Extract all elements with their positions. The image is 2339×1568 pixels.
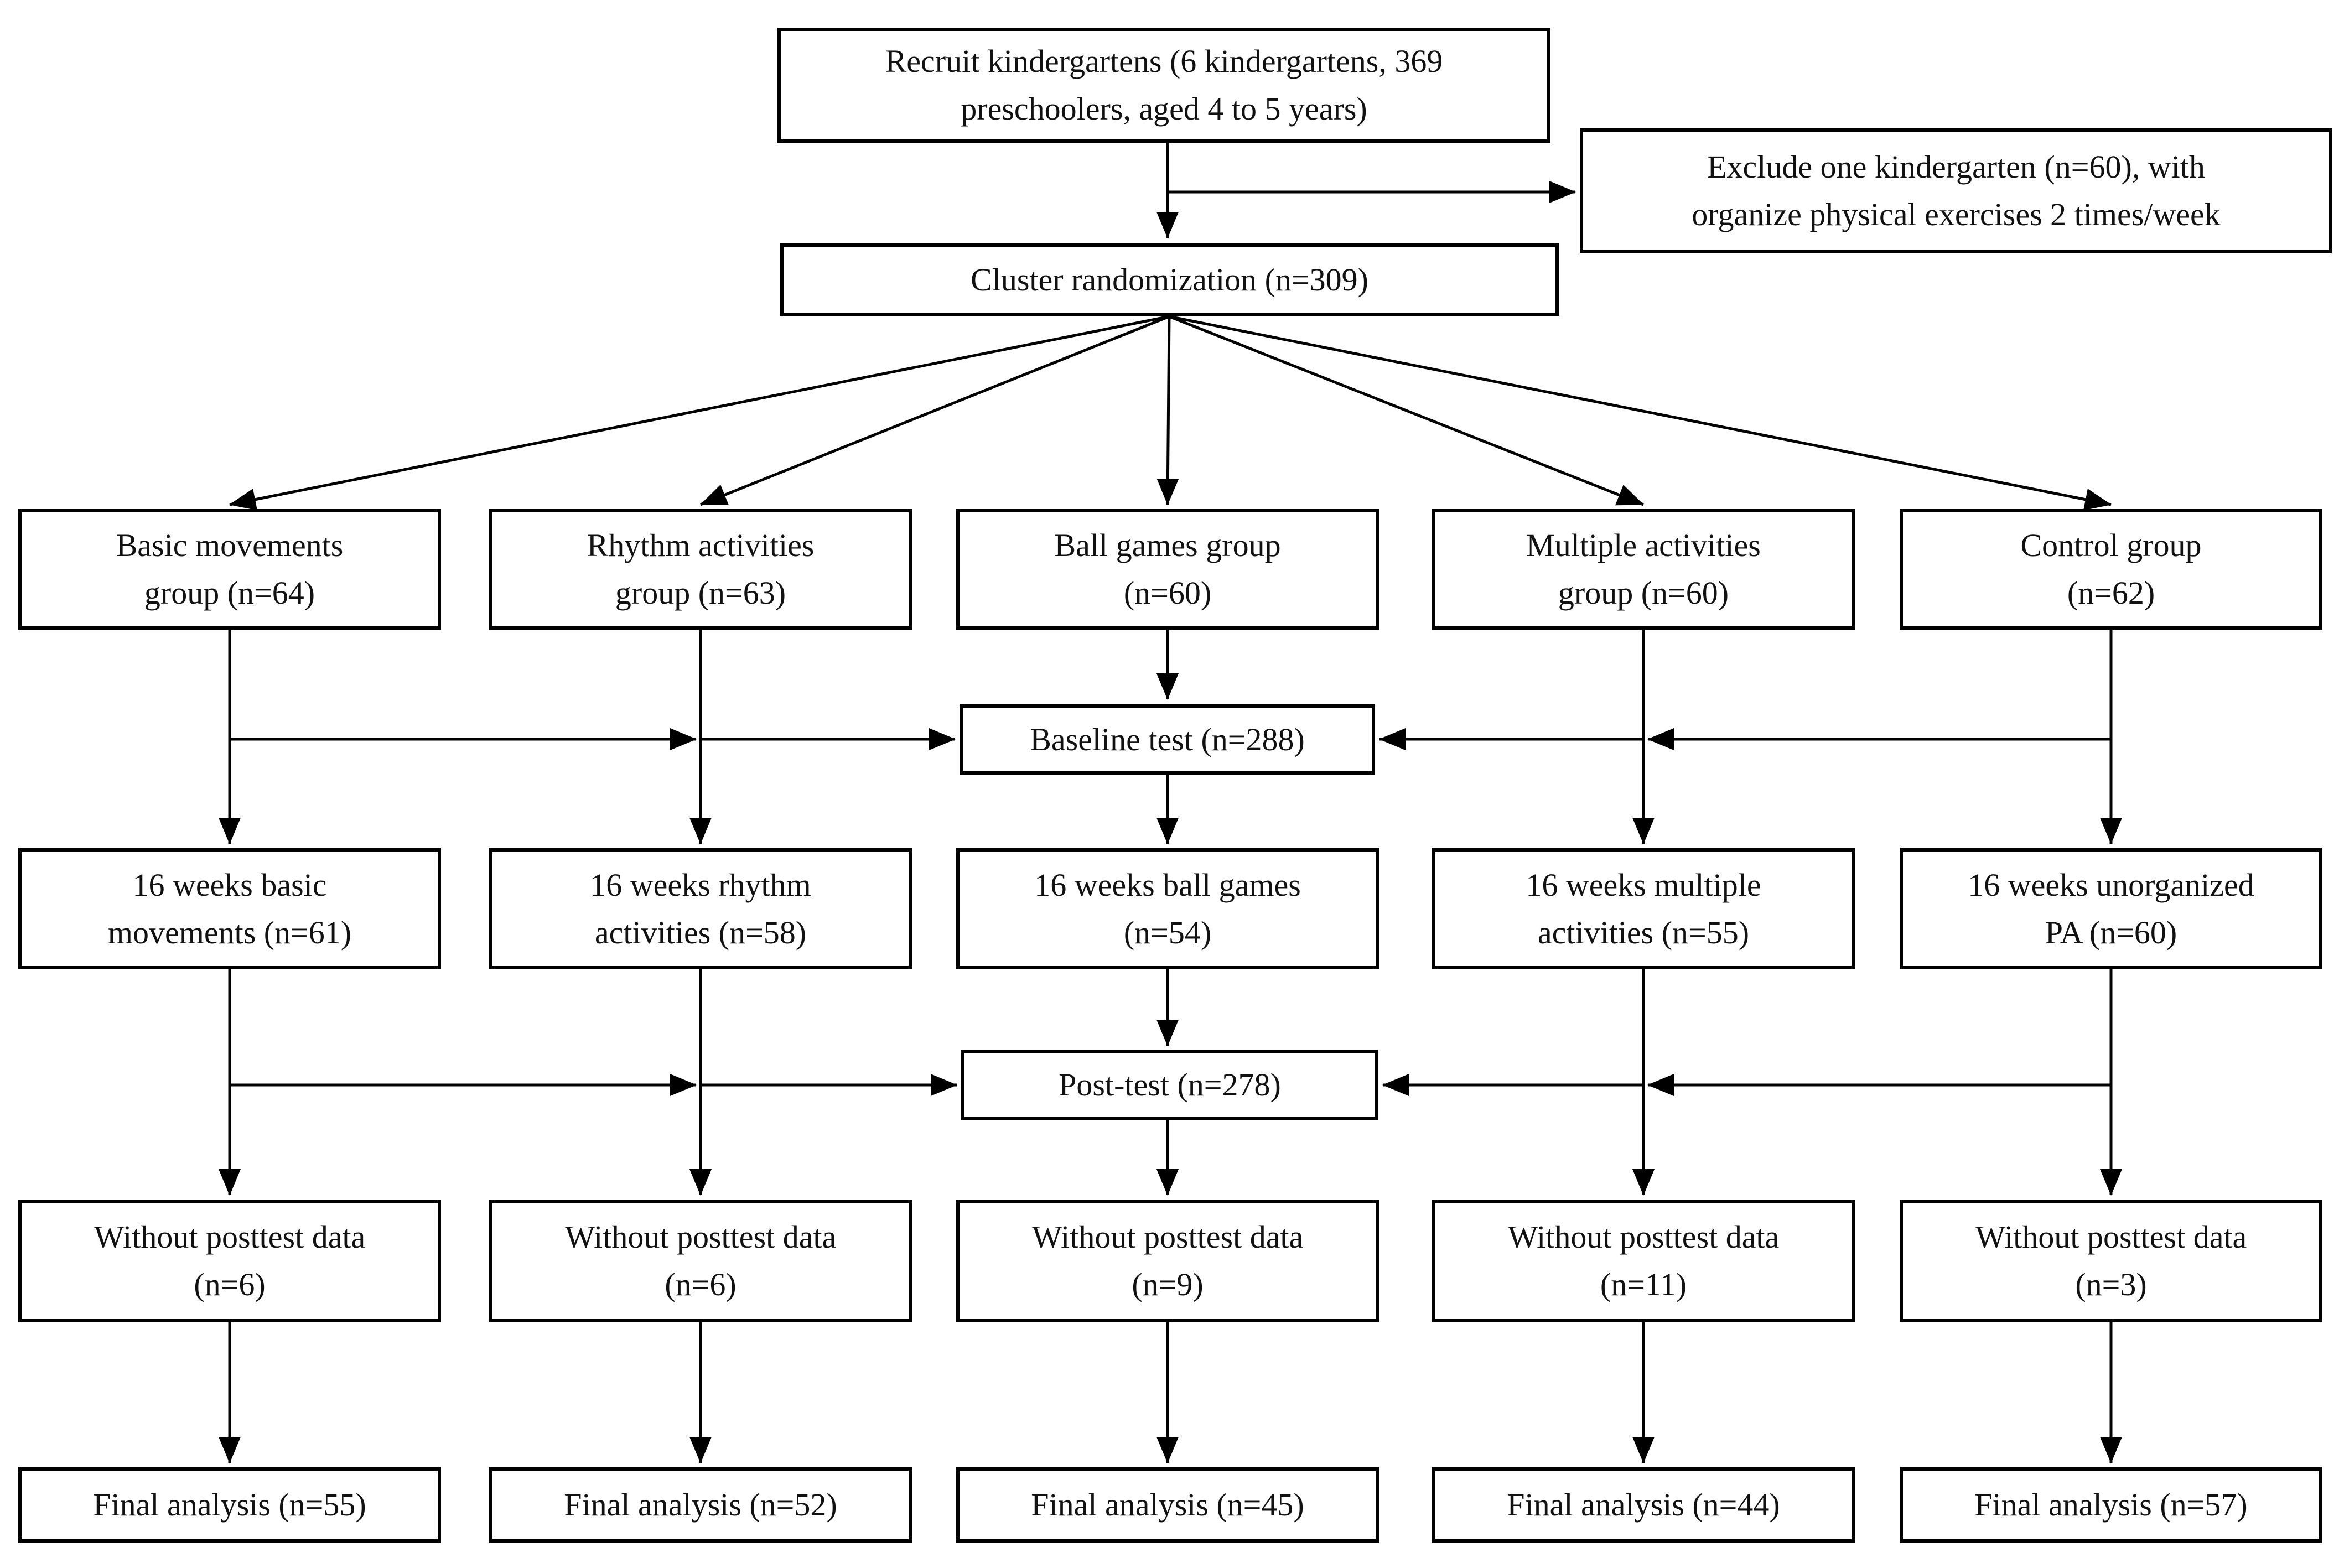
box-final-2: Final analysis (n=52): [489, 1467, 912, 1543]
box-final-5: Final analysis (n=57): [1900, 1467, 2322, 1543]
box-group-5: Control group (n=62): [1900, 509, 2322, 630]
box-recruit: Recruit kindergartens (6 kindergartens, …: [777, 28, 1550, 143]
box-final-4: Final analysis (n=44): [1432, 1467, 1855, 1543]
box-attrition-5: Without posttest data (n=3): [1900, 1200, 2322, 1322]
arrow-cluster-to-group-3: [1156, 316, 1179, 505]
box-intervention-3: 16 weeks ball games (n=54): [956, 848, 1379, 969]
box-attrition-4: Without posttest data (n=11): [1432, 1200, 1855, 1322]
box-intervention-1: 16 weeks basic movements (n=61): [18, 848, 441, 969]
box-intervention-5: 16 weeks unorganized PA (n=60): [1900, 848, 2322, 969]
box-group-4: Multiple activities group (n=60): [1432, 509, 1855, 630]
box-attrition-3: Without posttest data (n=9): [956, 1200, 1379, 1322]
box-intervention-2: 16 weeks rhythm activities (n=58): [489, 848, 912, 969]
box-attrition-1: Without posttest data (n=6): [18, 1200, 441, 1322]
box-exclude: Exclude one kindergarten (n=60), with or…: [1580, 128, 2332, 253]
box-cluster-randomization: Cluster randomization (n=309): [780, 243, 1559, 316]
box-group-2: Rhythm activities group (n=63): [489, 509, 912, 630]
box-attrition-2: Without posttest data (n=6): [489, 1200, 912, 1322]
arrow-cluster-to-group-5: [1169, 315, 2112, 511]
arrow-cluster-to-group-4: [1169, 315, 1644, 506]
box-group-3: Ball games group (n=60): [956, 509, 1379, 630]
box-final-1: Final analysis (n=55): [18, 1467, 441, 1543]
box-baseline-test: Baseline test (n=288): [960, 704, 1375, 775]
box-intervention-4: 16 weeks multiple activities (n=55): [1432, 848, 1855, 969]
box-group-1: Basic movements group (n=64): [18, 509, 441, 630]
arrow-cluster-to-group-1: [229, 315, 1170, 511]
box-post-test: Post-test (n=278): [961, 1050, 1378, 1120]
box-final-3: Final analysis (n=45): [956, 1467, 1379, 1543]
arrow-cluster-to-group-2: [700, 315, 1170, 506]
